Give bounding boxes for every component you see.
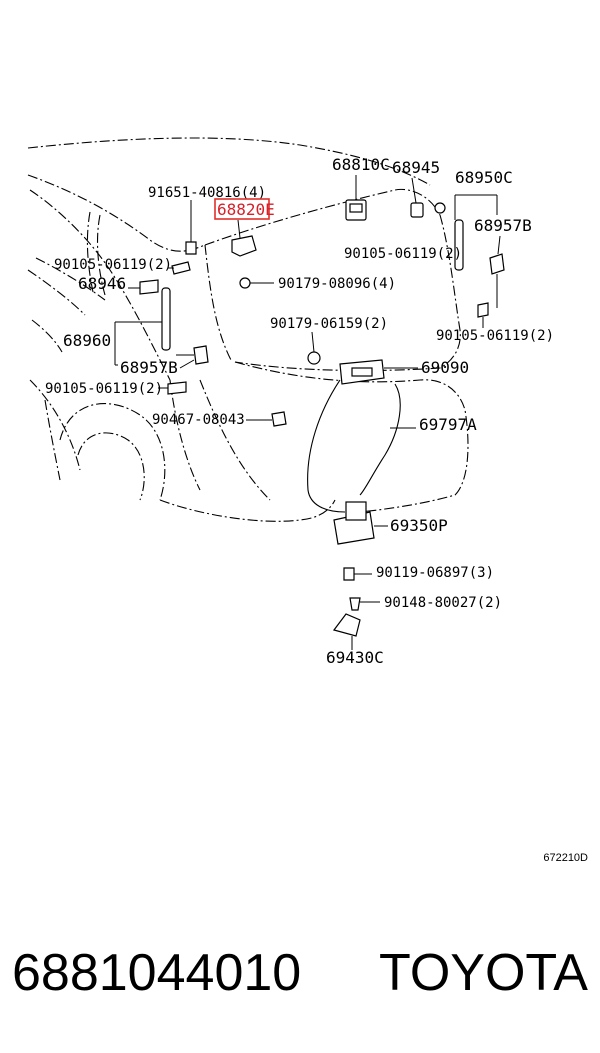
label-68820E-highlighted: 68820E — [217, 200, 275, 219]
exploded-parts-diagram: 68810C 68945 68950C 91651-40816(4) 68820… — [27, 137, 554, 667]
brand-name: TOYOTA — [379, 944, 588, 1002]
part-68960-gas-strut — [114, 287, 171, 366]
label-69430C: 69430C — [326, 648, 384, 667]
part-90179-08096-nut — [239, 277, 274, 289]
part-68820E-damper — [231, 219, 257, 257]
label-90467-08043: 90467-08043 — [152, 412, 245, 428]
label-69797A: 69797A — [419, 415, 477, 434]
part-69430C-striker — [332, 613, 361, 650]
part-68957B-right-bracket — [489, 235, 505, 308]
part-68810C-latch-bracket — [345, 175, 367, 221]
highlight-box-68820E — [214, 198, 270, 220]
part-90105-bolt-lower-left — [158, 381, 187, 395]
part-68946-bracket — [128, 279, 159, 295]
label-90148-80027: 90148-80027(2) — [384, 595, 502, 611]
part-69350P-lock — [333, 501, 388, 545]
label-90105-06119-lower-left: 90105-06119(2) — [45, 381, 163, 397]
part-90148-screw — [349, 597, 380, 611]
label-69350P: 69350P — [390, 516, 448, 535]
label-68957B-right: 68957B — [474, 216, 532, 235]
part-90467-clip — [246, 411, 287, 427]
figure-code: 672210D — [543, 852, 588, 864]
label-69090: 69090 — [421, 358, 469, 377]
part-69797A-cable — [307, 379, 416, 513]
label-68960: 68960 — [63, 331, 111, 350]
part-90179-06159-nut — [307, 331, 321, 365]
part-90105-bolt-upper-left — [168, 261, 191, 275]
label-90179-08096: 90179-08096(4) — [278, 276, 396, 292]
label-90105-06119-upper-center: 90105-06119(2) — [344, 246, 462, 262]
part-90105-bolt-right — [477, 302, 489, 328]
label-68957B-left: 68957B — [120, 358, 178, 377]
label-68946: 68946 — [78, 274, 126, 293]
part-91651-bolt — [185, 200, 197, 255]
label-68945: 68945 — [392, 158, 440, 177]
label-90119-06897: 90119-06897(3) — [376, 565, 494, 581]
label-90179-06159: 90179-06159(2) — [270, 316, 388, 332]
footer-bar: 6881044010 TOYOTA — [12, 938, 588, 1008]
label-90105-06119-right: 90105-06119(2) — [436, 328, 554, 344]
label-90105-06119-upper-left: 90105-06119(2) — [54, 257, 172, 273]
part-68945-hinge — [410, 177, 424, 218]
label-68810C: 68810C — [332, 155, 390, 174]
part-68950C-gas-strut — [434, 194, 498, 271]
label-91651-40816: 91651-40816(4) — [148, 185, 266, 201]
part-90119-bolt — [343, 567, 372, 581]
part-68957B-left-bracket — [176, 345, 209, 369]
part-69090-handle — [339, 359, 418, 385]
label-68950C: 68950C — [455, 168, 513, 187]
part-number: 6881044010 — [12, 944, 302, 1002]
